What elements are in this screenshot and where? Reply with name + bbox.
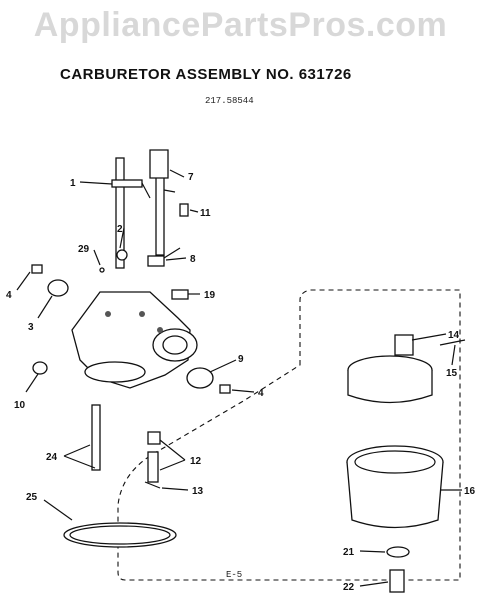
float-part bbox=[347, 334, 433, 404]
leader-12 bbox=[159, 439, 186, 471]
plate-part bbox=[186, 367, 214, 389]
callout-11: 11 bbox=[200, 208, 211, 219]
leader-9 bbox=[209, 359, 237, 373]
callout-19: 19 bbox=[204, 290, 216, 301]
callout-1: 1 bbox=[70, 178, 76, 189]
leader-25 bbox=[43, 499, 73, 521]
callout-16: 16 bbox=[464, 486, 476, 497]
pin-part bbox=[439, 339, 466, 346]
callout-4-left: 4 bbox=[6, 290, 12, 301]
clip-part bbox=[144, 481, 161, 489]
callout-24: 24 bbox=[46, 452, 58, 463]
leader-24 bbox=[63, 444, 96, 469]
leader-11 bbox=[189, 209, 199, 213]
callout-3: 3 bbox=[28, 322, 34, 333]
callout-13: 13 bbox=[192, 486, 204, 497]
model-number: 217.58544 bbox=[205, 96, 254, 106]
leader-1 bbox=[79, 181, 113, 185]
screw-part-right bbox=[219, 384, 231, 394]
page-number: E-5 bbox=[226, 570, 243, 580]
bowl-nut-part bbox=[389, 569, 405, 593]
gasket-disc-part bbox=[47, 279, 69, 297]
dashed-boundary bbox=[117, 289, 461, 581]
hose-part bbox=[91, 404, 101, 471]
gasket-ring-part bbox=[63, 522, 177, 548]
leader-2 bbox=[119, 227, 125, 249]
leader-10 bbox=[25, 373, 39, 393]
ball-part bbox=[99, 267, 105, 273]
washer-part bbox=[386, 546, 410, 558]
valve-part bbox=[147, 247, 181, 267]
diagram-title: CARBURETOR ASSEMBLY NO. 631726 bbox=[60, 66, 352, 83]
leader-8 bbox=[165, 257, 187, 261]
float-bowl-part bbox=[346, 445, 444, 529]
leader-29 bbox=[93, 249, 101, 266]
screw-part bbox=[179, 203, 189, 217]
callout-22: 22 bbox=[343, 582, 355, 593]
callout-10: 10 bbox=[14, 400, 26, 411]
carburetor-body bbox=[71, 291, 198, 389]
callout-8: 8 bbox=[190, 254, 196, 265]
jet-part bbox=[147, 431, 161, 445]
leader-4b bbox=[231, 389, 255, 393]
callout-15: 15 bbox=[446, 368, 458, 379]
callout-7: 7 bbox=[188, 172, 194, 183]
throttle-shaft-part bbox=[111, 157, 151, 269]
watermark: AppliancePartsPros.com bbox=[33, 6, 448, 44]
plug-part bbox=[32, 361, 48, 375]
leader-4a bbox=[16, 271, 31, 291]
leader-15 bbox=[451, 344, 456, 366]
leader-22 bbox=[359, 581, 389, 587]
leader-13 bbox=[161, 487, 189, 491]
callout-25: 25 bbox=[26, 492, 38, 503]
needle-part bbox=[147, 451, 159, 483]
needle-valve-part bbox=[171, 289, 189, 300]
leader-21 bbox=[359, 550, 386, 553]
leader-7 bbox=[169, 169, 185, 178]
callout-4-right: 4 bbox=[258, 388, 264, 399]
callout-2: 2 bbox=[117, 224, 123, 235]
callout-12: 12 bbox=[190, 456, 202, 467]
callout-21: 21 bbox=[343, 547, 355, 558]
choke-shaft-part bbox=[149, 149, 176, 256]
screw-part-left bbox=[31, 264, 43, 274]
callout-14: 14 bbox=[448, 330, 460, 341]
leader-3 bbox=[37, 295, 53, 319]
leader-14 bbox=[411, 333, 447, 341]
callout-9: 9 bbox=[238, 354, 244, 365]
callout-29: 29 bbox=[78, 244, 90, 255]
spring-part bbox=[116, 249, 128, 261]
